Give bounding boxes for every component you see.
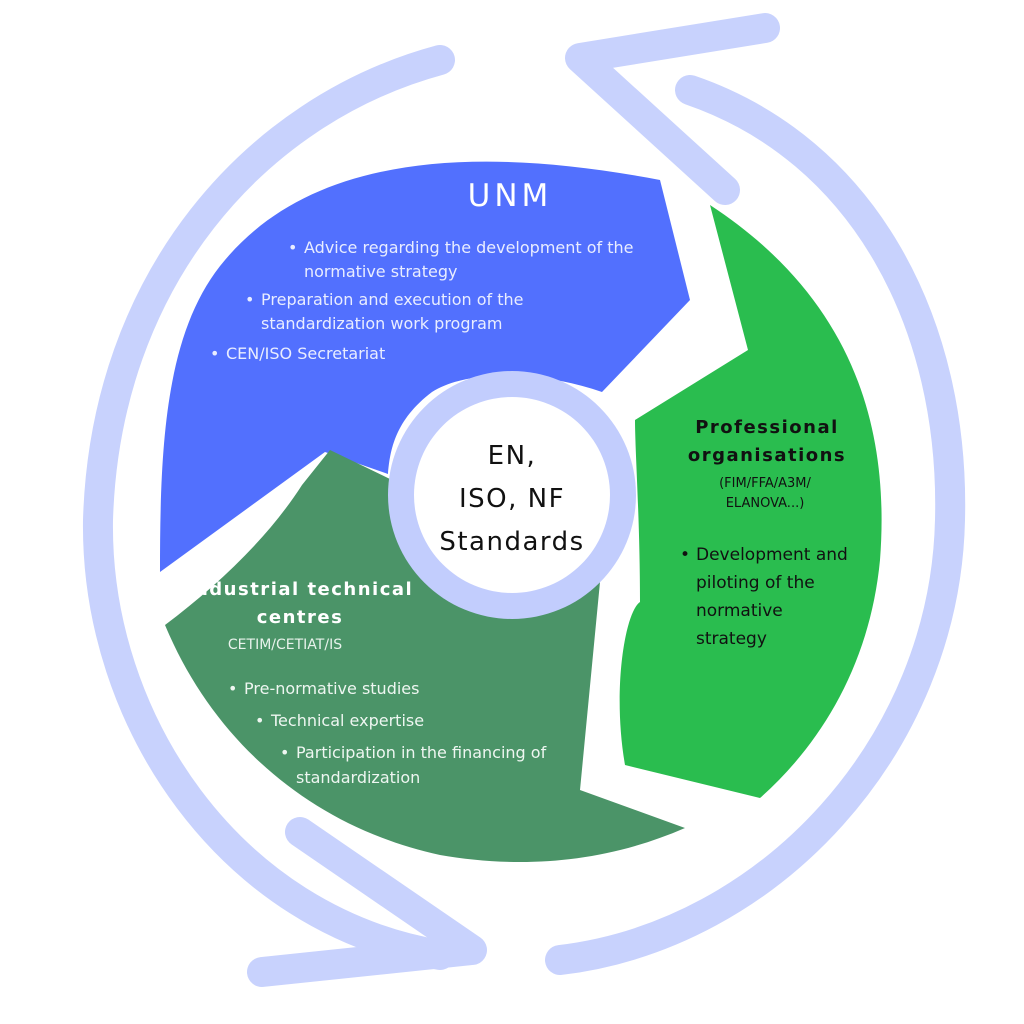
industrial-item-studies: Pre-normative studies bbox=[228, 676, 564, 701]
industrial-technical-centres-subtitle: CETIM/CETIAT/IS bbox=[227, 637, 343, 653]
left-arrowhead-icon bbox=[247, 817, 487, 987]
right-arrowhead-icon bbox=[565, 13, 780, 205]
unm-item-preparation: Preparation and execution of the standar… bbox=[245, 288, 641, 336]
industrial-item-financing: Participation in the financing of standa… bbox=[280, 740, 616, 790]
unm-item-secretariat: CEN/ISO Secretariat bbox=[210, 342, 526, 366]
professional-organisations-subtitle: (FIM/FFA/A3M/ ELANOVA...) bbox=[719, 476, 811, 511]
cycle-arrows bbox=[82, 13, 966, 987]
right-cycle-arrow bbox=[545, 75, 966, 975]
center-standards-label: EN, ISO, NF Standards bbox=[439, 441, 585, 557]
left-cycle-arrow bbox=[82, 45, 455, 970]
industrial-technical-centres-title: Industrial technical centres bbox=[186, 579, 414, 628]
professional-organisations-title: Professional organisations bbox=[687, 417, 847, 466]
professional-organisations-list: Development and piloting of the normativ… bbox=[680, 541, 850, 653]
industrial-item-expertise: Technical expertise bbox=[255, 708, 591, 733]
center-disc bbox=[414, 397, 610, 593]
unm-item-advice: Advice regarding the development of the … bbox=[288, 236, 684, 284]
unm-title: UNM bbox=[467, 178, 553, 214]
professional-item-development: Development and piloting of the normativ… bbox=[680, 541, 850, 653]
